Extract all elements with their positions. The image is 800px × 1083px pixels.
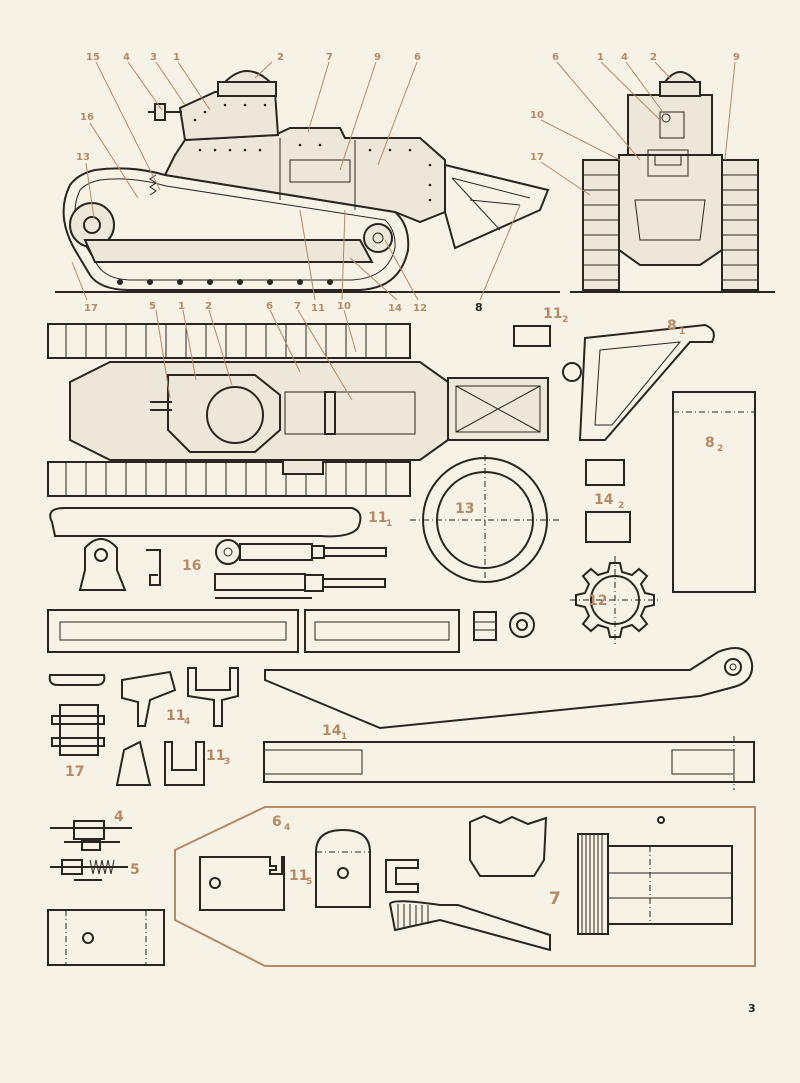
part-5: 5 bbox=[50, 859, 140, 881]
part-11-1-sub: 1 bbox=[386, 519, 392, 529]
tank-front-view: 6 1 4 2 9 10 17 bbox=[530, 52, 775, 293]
part-12-label: 12 bbox=[588, 593, 607, 609]
track-rail-pieces bbox=[47, 609, 535, 653]
side-label-2: 2 bbox=[277, 52, 284, 63]
part-14-1-label: 14 bbox=[322, 723, 342, 739]
part-11-2: 11 2 bbox=[513, 306, 582, 382]
front-label-9: 9 bbox=[733, 52, 740, 63]
part-8-2: 8 2 bbox=[672, 391, 756, 593]
part-11-2-label: 11 bbox=[543, 306, 562, 322]
part-11-1-label: 11 bbox=[368, 510, 387, 526]
part-8-2-label: 8 bbox=[705, 435, 715, 451]
side-label-3: 3 bbox=[150, 52, 157, 63]
part-11-1: 11 1 bbox=[49, 507, 392, 538]
part-13-label: 13 bbox=[455, 501, 474, 517]
part-13-ring: 13 bbox=[410, 455, 560, 585]
side-label-11: 11 bbox=[311, 303, 325, 314]
tank-top-view: 5 1 2 6 7 10 bbox=[47, 301, 549, 497]
front-label-6: 6 bbox=[552, 52, 559, 63]
top-label-2: 2 bbox=[205, 301, 212, 312]
part-6-4-label: 6 bbox=[272, 814, 282, 830]
top-label-10: 10 bbox=[337, 301, 351, 312]
side-label-8: 8 bbox=[475, 301, 483, 314]
part-6-4-sub: 4 bbox=[284, 823, 290, 833]
part-5-label: 5 bbox=[130, 862, 140, 878]
side-label-17: 17 bbox=[84, 303, 98, 314]
part-11-5-sub: 5 bbox=[306, 877, 312, 887]
tank-side-view: 15 4 3 1 2 7 9 6 16 13 17 11 14 12 8 bbox=[55, 52, 560, 314]
front-label-4: 4 bbox=[621, 52, 628, 63]
part-11-4-label: 11 bbox=[166, 708, 185, 724]
top-label-5: 5 bbox=[149, 301, 156, 312]
part-16: 16 bbox=[78, 538, 387, 599]
part-7-label: 7 bbox=[549, 889, 561, 909]
part-14-2: 14 2 bbox=[585, 459, 631, 543]
part-4: 4 bbox=[50, 809, 132, 851]
part-block bbox=[47, 909, 165, 966]
side-label-4: 4 bbox=[123, 52, 130, 63]
part-11-5: 11 5 bbox=[199, 828, 419, 911]
part-17: 17 bbox=[48, 674, 106, 780]
side-label-1: 1 bbox=[173, 52, 180, 63]
side-label-12: 12 bbox=[413, 303, 427, 314]
part-11-3: 11 3 bbox=[115, 740, 230, 786]
part-4-label: 4 bbox=[114, 809, 124, 825]
part-7: 7 bbox=[388, 814, 733, 952]
top-label-7: 7 bbox=[294, 301, 301, 312]
part-11-4-sub: 4 bbox=[184, 717, 190, 727]
part-14-1-sub: 1 bbox=[341, 732, 347, 742]
part-14-2-label: 14 bbox=[594, 492, 614, 508]
part-11-2-sub: 2 bbox=[562, 315, 568, 325]
side-label-7: 7 bbox=[326, 52, 333, 63]
part-8-2-sub: 2 bbox=[717, 444, 723, 454]
side-label-15: 15 bbox=[86, 52, 100, 63]
part-11-5-label: 11 bbox=[289, 868, 308, 884]
side-label-13: 13 bbox=[76, 152, 90, 163]
front-label-10: 10 bbox=[530, 110, 544, 121]
part-11-3-sub: 3 bbox=[224, 757, 230, 767]
part-17-label: 17 bbox=[65, 764, 84, 780]
part-8-1: 8 1 bbox=[578, 318, 715, 441]
top-label-1: 1 bbox=[178, 301, 185, 312]
part-14-2-sub: 2 bbox=[618, 501, 624, 511]
part-6-4-outline: 6 4 bbox=[174, 806, 756, 967]
side-label-16: 16 bbox=[80, 112, 94, 123]
front-label-1: 1 bbox=[597, 52, 604, 63]
part-11-3-label: 11 bbox=[206, 748, 225, 764]
part-12-gear: 12 bbox=[570, 556, 660, 645]
front-label-17: 17 bbox=[530, 152, 544, 163]
part-14-1: 14 1 bbox=[263, 647, 755, 790]
side-label-6: 6 bbox=[414, 52, 421, 63]
part-8-1-label: 8 bbox=[667, 318, 677, 334]
front-label-2: 2 bbox=[650, 52, 657, 63]
top-label-6: 6 bbox=[266, 301, 273, 312]
part-8-1-sub: 1 bbox=[679, 327, 685, 337]
part-16-label: 16 bbox=[182, 558, 201, 574]
part-11-4: 11 4 bbox=[121, 667, 239, 727]
side-label-9: 9 bbox=[374, 52, 381, 63]
page-number: 3 bbox=[748, 1002, 756, 1015]
side-label-14: 14 bbox=[388, 303, 402, 314]
